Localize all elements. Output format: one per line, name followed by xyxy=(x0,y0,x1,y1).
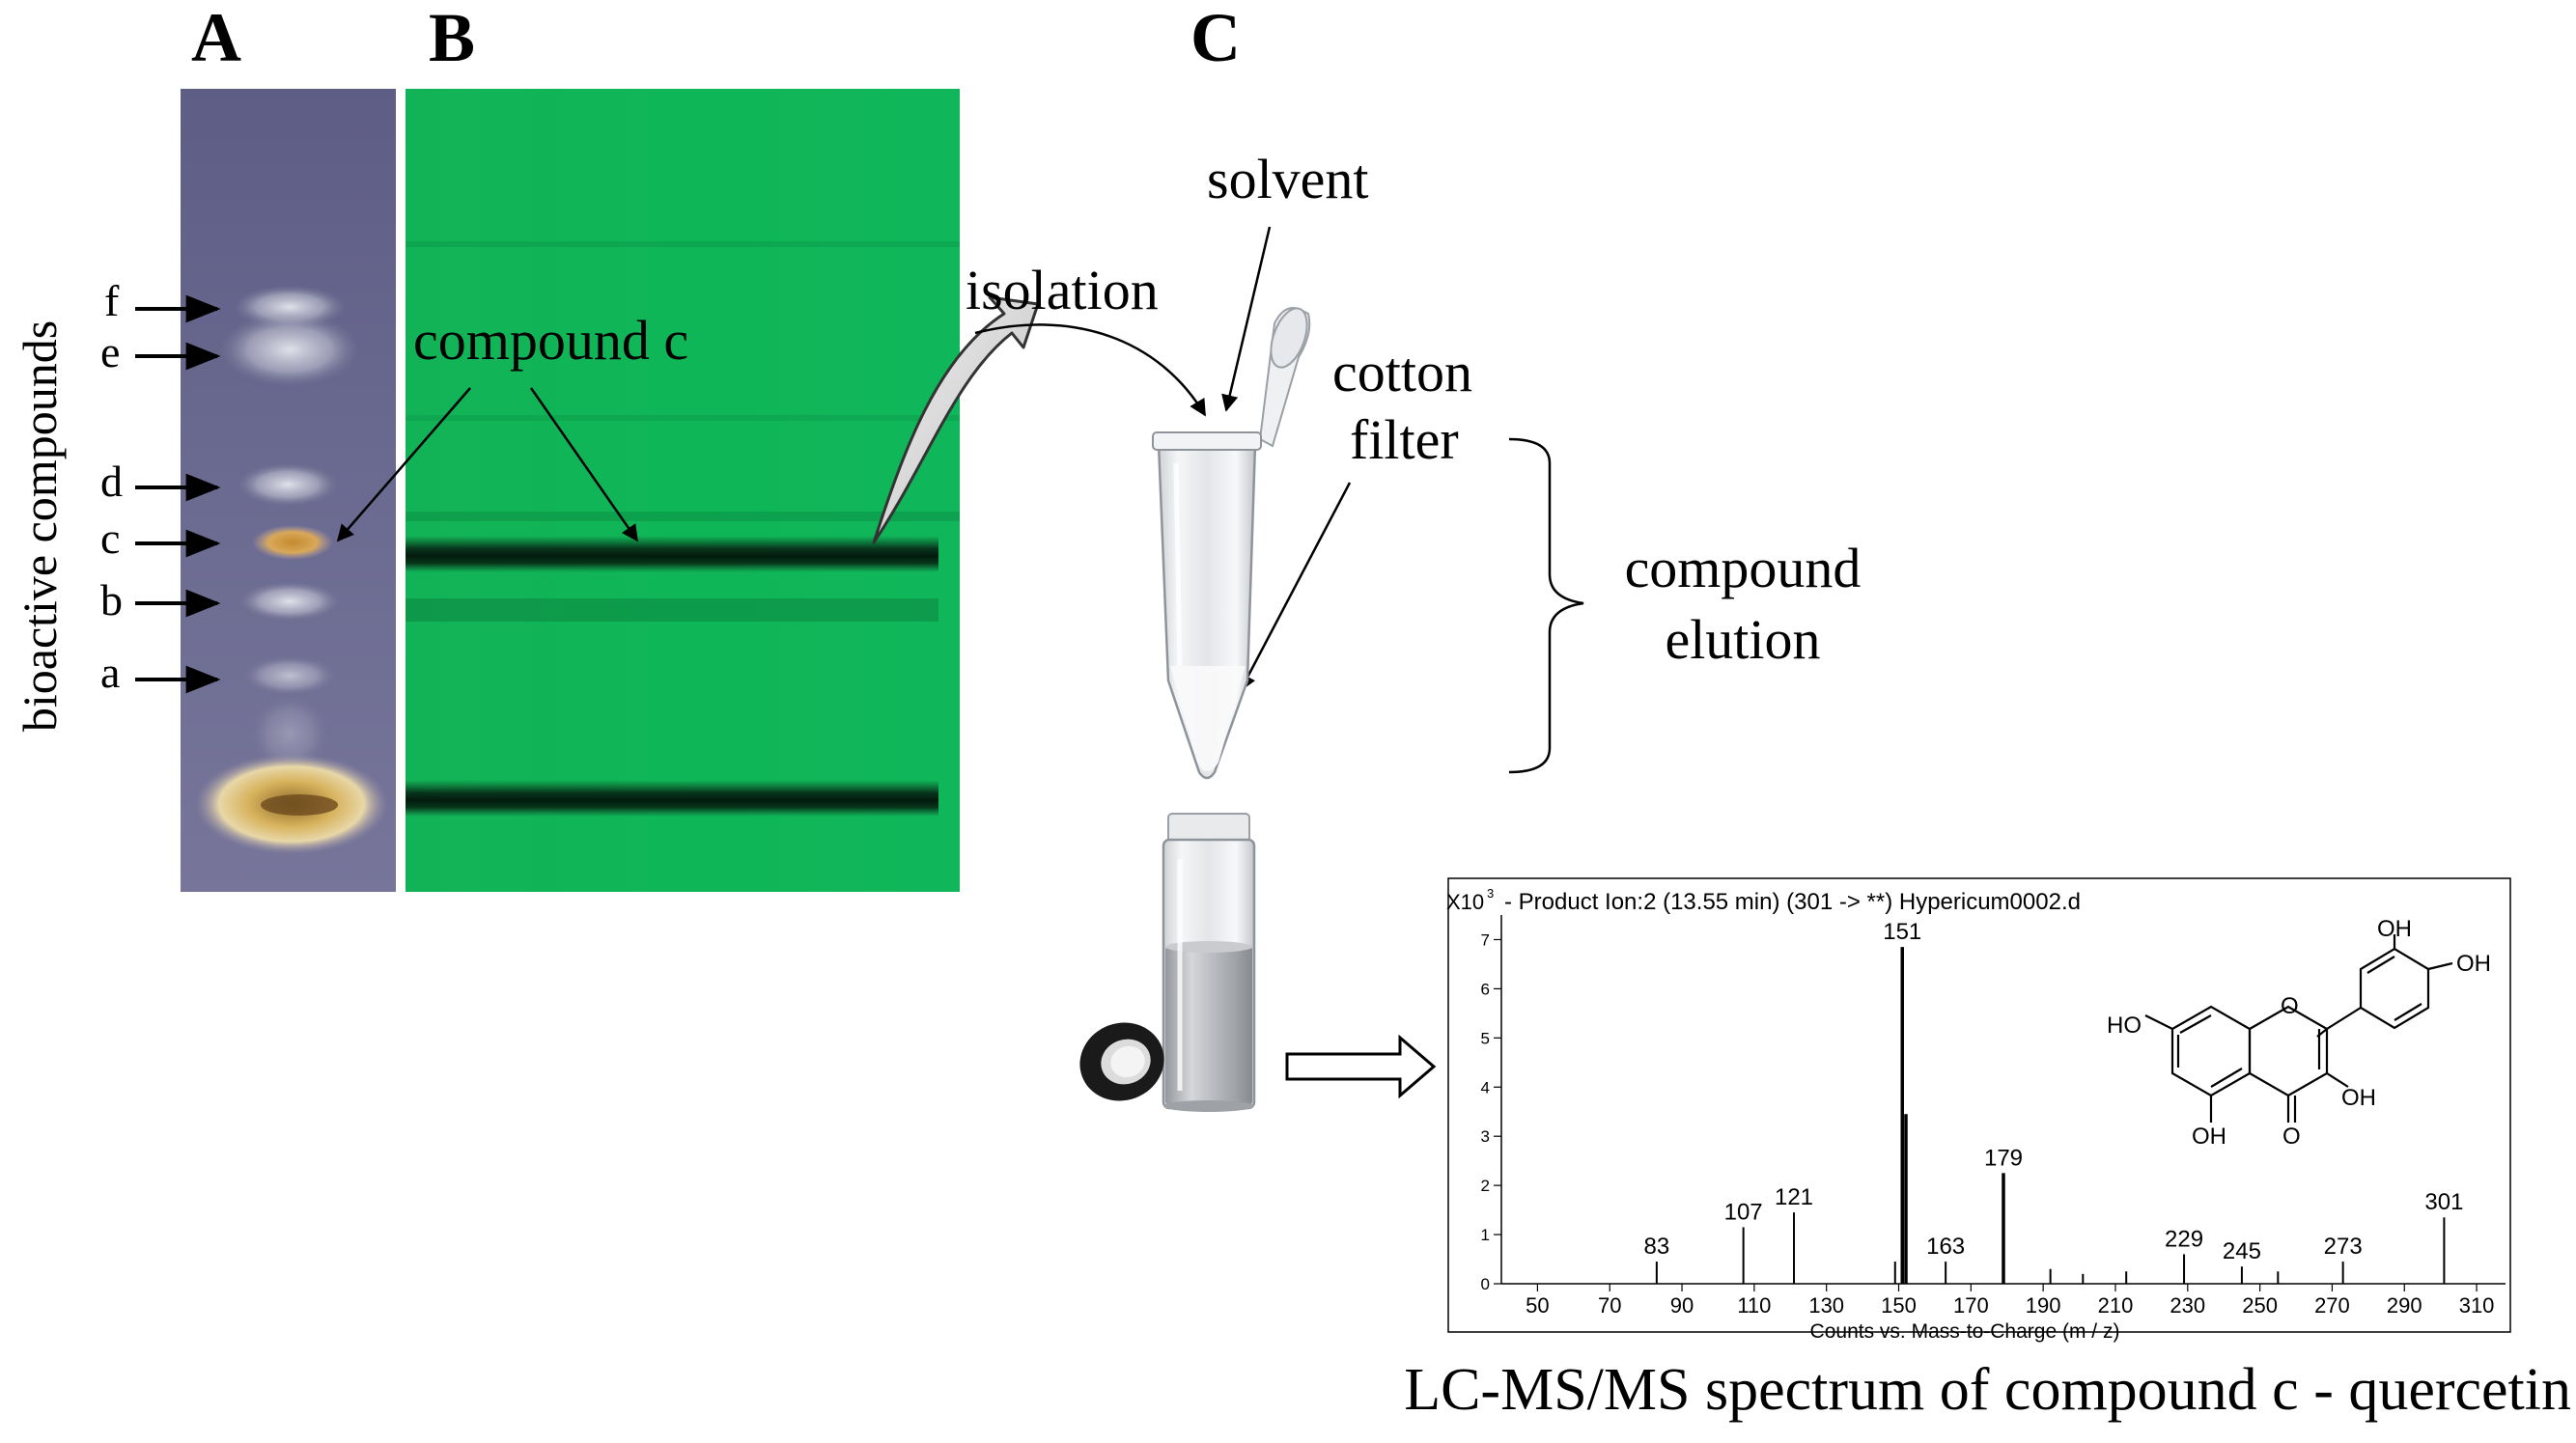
structure-oh-bottom: OH xyxy=(2192,1124,2226,1150)
y-tick-label: 3 xyxy=(1481,1127,1490,1146)
peak-label: 163 xyxy=(1926,1234,1965,1260)
band-label-d: d xyxy=(100,457,123,506)
elution-label: elution xyxy=(1665,608,1820,671)
band-label-b: b xyxy=(100,575,123,624)
band-b xyxy=(239,582,340,621)
x-tick-label: 110 xyxy=(1737,1293,1771,1318)
peak-label: 179 xyxy=(1984,1145,2023,1171)
x-tick-label: 210 xyxy=(2098,1293,2134,1318)
x-tick-label: 290 xyxy=(2387,1293,2422,1318)
solvent-arrow xyxy=(1221,226,1272,412)
structure-o-ring: O xyxy=(2281,993,2299,1019)
structure-oh-top: OH xyxy=(2377,916,2412,942)
y-tick-label: 5 xyxy=(1481,1029,1490,1047)
x-tick-label: 130 xyxy=(1808,1293,1844,1318)
dark-band-origin xyxy=(406,780,938,817)
tlc-plate-b xyxy=(406,89,960,892)
panel-label-c: C xyxy=(1190,0,1241,76)
peak-label: 245 xyxy=(2223,1238,2261,1264)
band-a xyxy=(243,656,336,695)
y-exponent: 3 xyxy=(1487,886,1494,901)
chart-title: - Product Ion:2 (13.55 min) (301 -> **) … xyxy=(1504,889,2081,915)
x-tick-label: 270 xyxy=(2314,1293,2350,1318)
filter-label: filter xyxy=(1350,408,1459,471)
x-tick-label: 250 xyxy=(2242,1293,2278,1318)
y-tick-label: 7 xyxy=(1481,930,1490,949)
elution-brace xyxy=(1508,437,1584,774)
x-tick-label: 170 xyxy=(1953,1293,1989,1318)
isolation-label: isolation xyxy=(966,259,1159,321)
y-tick-label: 6 xyxy=(1481,980,1490,998)
x-tick-label: 90 xyxy=(1670,1293,1694,1318)
panel-label-a: A xyxy=(191,0,241,76)
band-label-f: f xyxy=(104,276,120,325)
hollow-arrow xyxy=(1285,1034,1437,1099)
spectrum-chart: X10 3 - Product Ion:2 (13.55 min) (301 -… xyxy=(1446,877,2511,1343)
compound-c-label: compound c xyxy=(413,309,688,372)
caption: LC-MS/MS spectrum of compound c - querce… xyxy=(1404,1357,2571,1423)
vial-cap xyxy=(1079,1022,1164,1101)
peak-label: 121 xyxy=(1775,1184,1813,1210)
y-tick-label: 0 xyxy=(1481,1275,1490,1293)
band-d xyxy=(238,463,338,506)
band-labels: f e d c b a xyxy=(100,276,221,697)
structure-ho: HO xyxy=(2107,1013,2142,1039)
y-axis-label: bioactive compounds xyxy=(13,320,67,732)
peak-label: 229 xyxy=(2165,1226,2203,1252)
cotton-arrow xyxy=(1239,482,1352,692)
structure-o-keto: O xyxy=(2282,1124,2301,1150)
band-label-c: c xyxy=(100,513,120,563)
x-axis-label: Counts vs. Mass-to-Charge (m / z) xyxy=(1810,1320,2120,1343)
structure-labels: OH OH HO O OH OH O xyxy=(2107,916,2491,1150)
structure-oh-mid: OH xyxy=(2341,1085,2376,1111)
glass-vial xyxy=(1162,813,1256,1112)
peak-label: 83 xyxy=(1644,1234,1670,1260)
band-c xyxy=(252,525,333,560)
cotton-label: cotton xyxy=(1332,341,1472,403)
structure-oh-right: OH xyxy=(2456,951,2491,977)
eppendorf-tube xyxy=(1152,307,1311,780)
arrow-to-band-b xyxy=(529,387,639,542)
quercetin-structure xyxy=(2144,934,2453,1123)
y-tick-label: 2 xyxy=(1481,1177,1490,1195)
curved-isolation-arrow xyxy=(872,295,1040,544)
x-tick-label: 190 xyxy=(2026,1293,2061,1318)
band-label-a: a xyxy=(100,648,120,697)
x-tick-label: 70 xyxy=(1598,1293,1621,1318)
solvent-label: solvent xyxy=(1207,148,1369,210)
tlc-plate-a xyxy=(181,89,396,892)
y-prefix: X10 xyxy=(1446,890,1484,914)
band-e xyxy=(220,313,359,386)
x-tick-label: 310 xyxy=(2459,1293,2495,1318)
x-tick-label: 150 xyxy=(1881,1293,1917,1318)
dark-band-c xyxy=(406,536,938,572)
peak-label: 107 xyxy=(1724,1199,1763,1225)
compound-label: compound xyxy=(1625,537,1862,599)
spectrum-plot: 0 1 2 3 4 5 6 7 50 70 90 110 130 150 170 190 210 230 250 27… xyxy=(1481,915,2506,1318)
isolation-arrow xyxy=(974,323,1207,417)
y-tick-label: 4 xyxy=(1481,1078,1490,1096)
arrow-to-band-a xyxy=(336,387,471,542)
x-tick-label: 230 xyxy=(2170,1293,2205,1318)
y-tick-label: 1 xyxy=(1481,1226,1490,1244)
peak-label: 301 xyxy=(2424,1189,2463,1215)
peak-label: 151 xyxy=(1883,919,1921,945)
x-tick-label: 50 xyxy=(1526,1293,1549,1318)
peak-label: 273 xyxy=(2324,1234,2363,1260)
band-label-e: e xyxy=(100,327,120,376)
panel-label-b: B xyxy=(429,0,475,76)
